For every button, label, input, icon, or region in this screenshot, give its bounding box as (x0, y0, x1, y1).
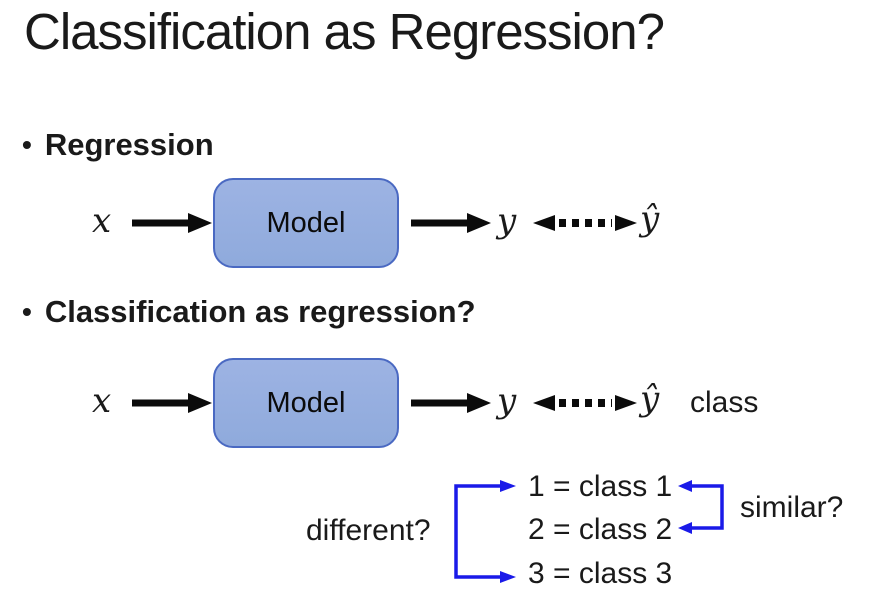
class-mapping-line: 3 = class 3 (528, 557, 673, 590)
bullet-classification-as-regression: • Classification as regression? (22, 293, 476, 331)
arrow-right-icon (411, 393, 491, 413)
dashed-double-arrow-icon (533, 215, 637, 231)
arrow-right-icon (411, 213, 491, 233)
bullet-label: Regression (44, 127, 214, 162)
different-question-label: different? (306, 514, 431, 547)
bullet-marker: • (22, 129, 32, 160)
dashed-double-arrow-icon (533, 395, 637, 411)
model-box: Model (213, 358, 399, 448)
slide-title: Classification as Regression? (24, 3, 665, 60)
model-box: Model (213, 178, 399, 268)
class-mapping-line: 2 = class 2 (528, 513, 673, 546)
model-box-label: Model (266, 206, 346, 239)
input-x-label: x (92, 381, 112, 421)
bullet-marker: • (22, 296, 32, 327)
bullet-label: Classification as regression? (44, 294, 476, 329)
class-annotation: class (690, 386, 759, 419)
class-mapping-line: 1 = class 1 (528, 470, 673, 503)
arrow-right-icon (132, 393, 212, 413)
output-y-label: y (497, 201, 517, 241)
similar-question-label: similar? (740, 491, 844, 524)
input-x-label: x (92, 201, 112, 241)
prediction-yhat-label: ŷ (640, 199, 660, 239)
model-box-label: Model (266, 386, 346, 419)
output-y-label: y (497, 381, 517, 421)
prediction-yhat-label: ŷ (640, 379, 660, 419)
arrow-right-icon (132, 213, 212, 233)
bullet-regression: • Regression (22, 126, 214, 164)
similar-bracket-icon (678, 480, 724, 534)
different-bracket-icon (454, 480, 516, 583)
